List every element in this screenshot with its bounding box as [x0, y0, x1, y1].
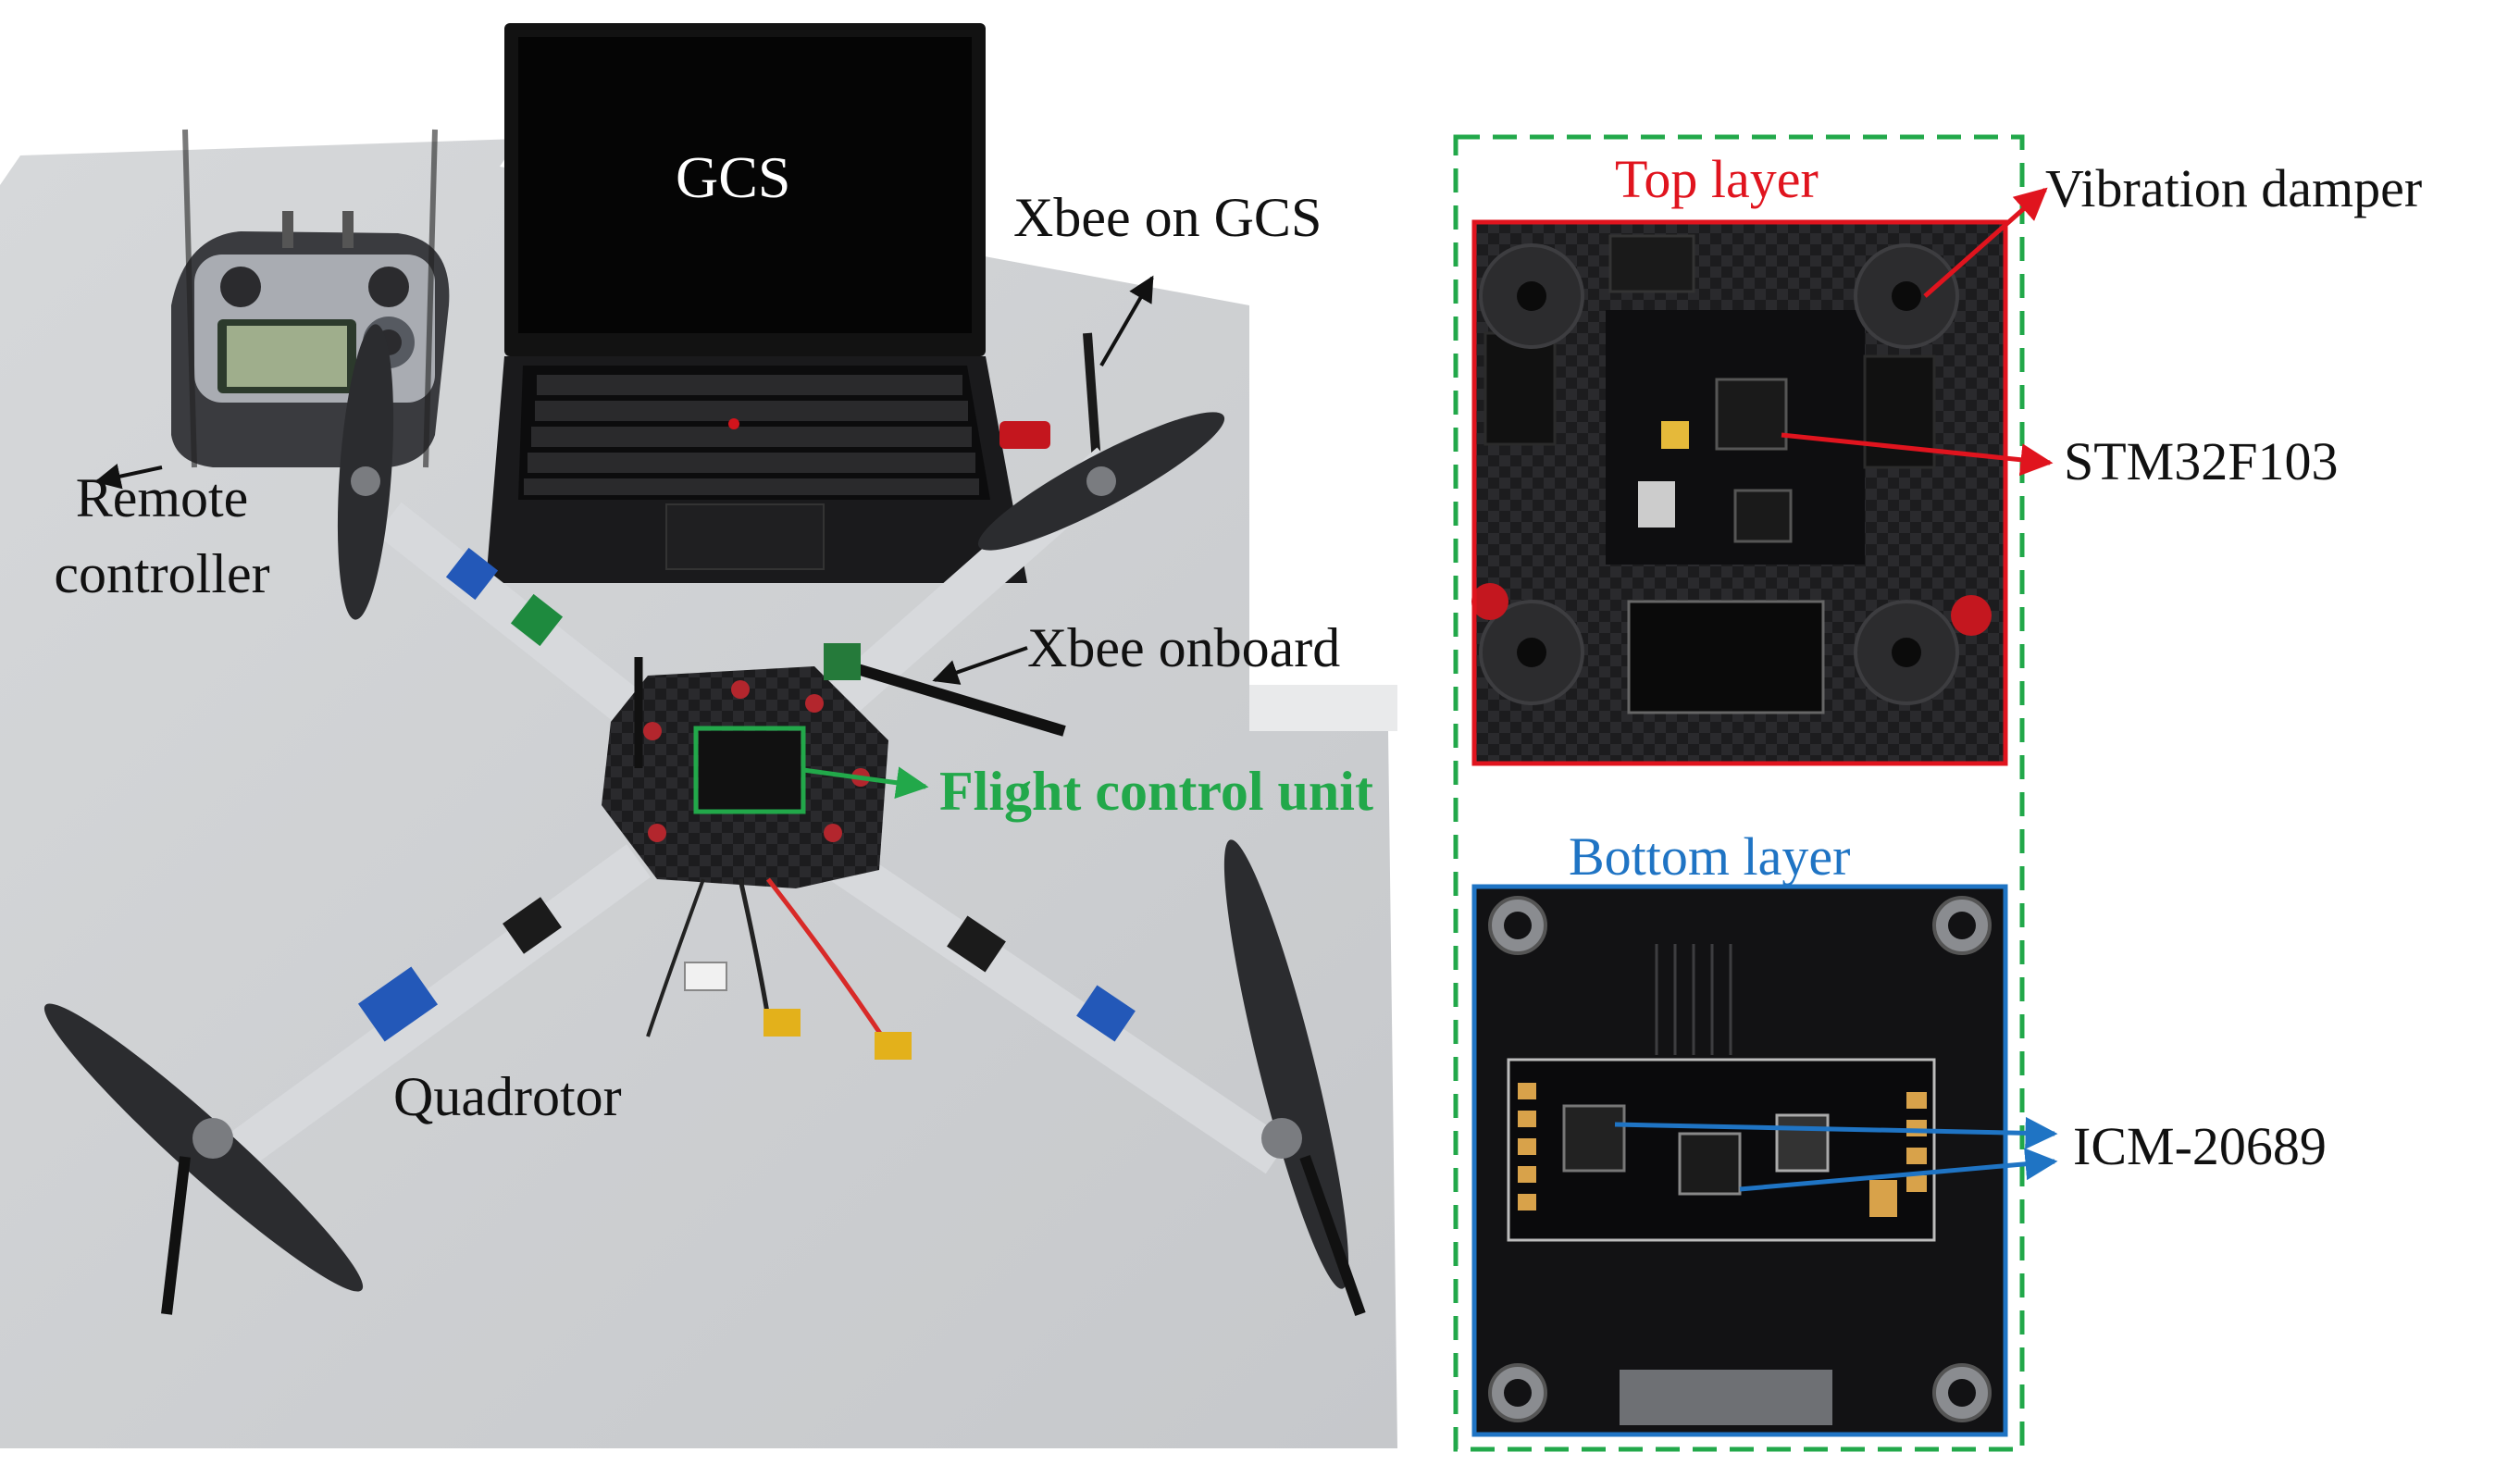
flight-control-unit-arrow	[802, 766, 929, 800]
quadrotor-label: Quadrotor	[393, 1066, 622, 1127]
bottom-layer-label: Bottom layer	[1569, 826, 1851, 887]
remote-controller-arrow	[94, 464, 163, 490]
stm32-label: STM32F103	[2064, 431, 2339, 491]
remote-controller-label-line1: Remote	[75, 467, 249, 528]
bottom-layer-photo	[1474, 887, 2005, 1434]
remote-controller-label-line2: controller	[54, 543, 270, 604]
gcs-label: GCS	[676, 144, 791, 210]
top-layer-photo	[1471, 222, 2005, 764]
xbee-onboard-label: Xbee onboard	[1027, 617, 1341, 678]
icm-label: ICM-20689	[2073, 1116, 2327, 1176]
icm-arrow-1	[1614, 1116, 2058, 1149]
bottom-layer-frame	[1471, 884, 2008, 1437]
quadrotor-image	[43, 324, 1366, 1316]
vibration-damper-label: Vibration damper	[2045, 158, 2423, 218]
top-layer-label: Top layer	[1615, 149, 1819, 209]
stm32-arrow	[1781, 432, 2054, 477]
icm-arrow-2	[1739, 1148, 2058, 1192]
laptop-image	[486, 23, 1027, 583]
xbee-onboard-arrow	[932, 646, 1028, 685]
flight-control-unit-label: Flight control unit	[939, 761, 1373, 822]
top-layer-frame	[1471, 219, 2008, 766]
drone-photo	[0, 23, 1397, 1448]
detail-dashed-frame	[1453, 134, 2025, 1452]
xbee-gcs-arrow	[1099, 275, 1154, 367]
xbee-gcs-label: Xbee on GCS	[1013, 187, 1322, 248]
vibration-damper-arrow	[1923, 187, 2048, 298]
